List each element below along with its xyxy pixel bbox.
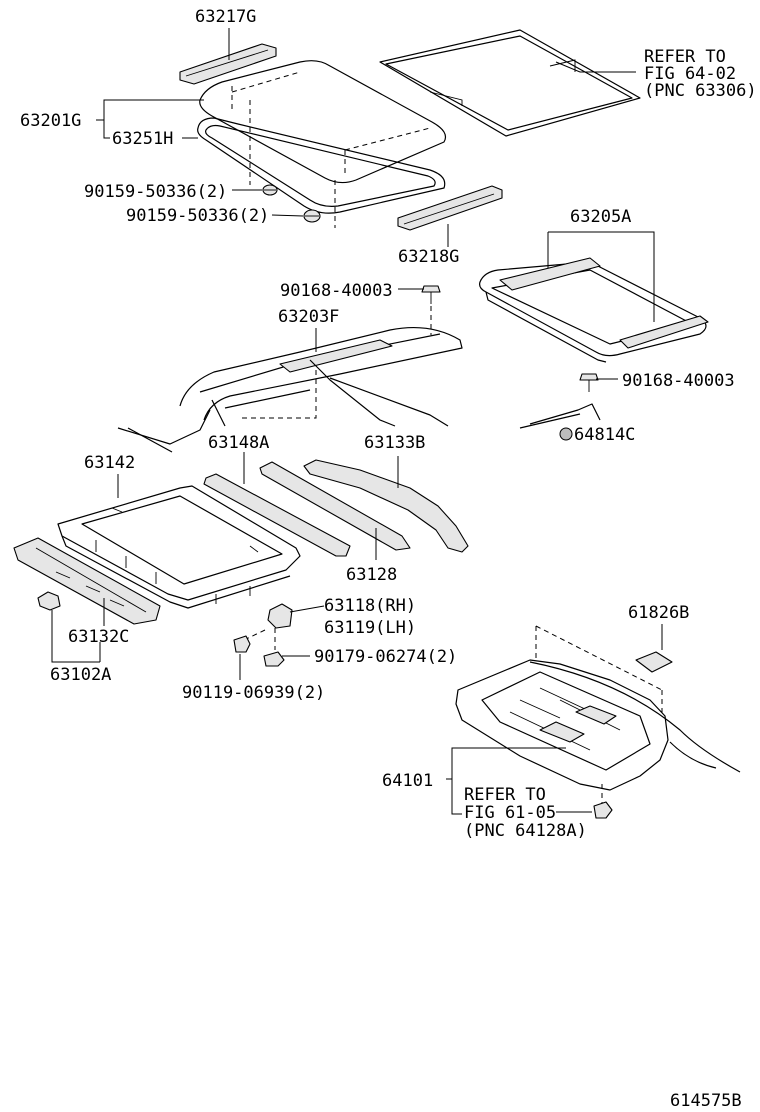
bolt-90159-50336-a	[262, 184, 278, 196]
label-90159-50336-a: 90159-50336(2)	[84, 182, 227, 202]
part-63142-roof-frame	[57, 485, 301, 609]
diagram-id: 614575B	[670, 1091, 742, 1111]
part-63132C-front-rail	[13, 537, 161, 625]
part-63201G-glass-panel	[199, 60, 447, 184]
screw-90119-06939	[233, 635, 251, 653]
bolt-90159-50336-b	[303, 209, 321, 223]
part-63218G-drawing	[397, 185, 503, 231]
part-63118-bracket	[243, 603, 293, 650]
clip-ref-64128A	[593, 801, 613, 819]
reference-2-line-1: REFER TO	[464, 785, 546, 805]
label-90159-50336-b: 90159-50336(2)	[126, 206, 269, 226]
reference-2-line-2: FIG 61-05	[464, 803, 556, 823]
filled-circle-icon	[559, 427, 573, 441]
label-63203F: 63203F	[278, 307, 339, 327]
reference-1-line-2: FIG 64-02	[644, 64, 736, 84]
label-64101: 64101	[382, 771, 433, 791]
part-63251H-weatherstrip	[197, 100, 446, 228]
label-63148A: 63148A	[208, 433, 269, 453]
reference-1-line-3: (PNC 63306)	[644, 81, 757, 101]
label-63218G: 63218G	[398, 247, 459, 267]
label-63133B: 63133B	[364, 433, 425, 453]
leader-lines	[51, 28, 663, 815]
part-63102A-clip	[37, 591, 61, 611]
clip-90179-06274	[263, 651, 285, 667]
reference-2-line-3: (PNC 64128A)	[464, 821, 587, 841]
part-63128-bow	[259, 461, 411, 551]
label-63119-lh: 63119(LH)	[324, 618, 416, 638]
part-labels: 63217G 63201G 63251H 90159-50336(2) 9015…	[20, 7, 757, 1111]
reference-1-line-1: REFER TO	[644, 47, 726, 67]
part-64101-headliner	[455, 625, 741, 808]
label-90119-06939: 90119-06939(2)	[182, 683, 325, 703]
label-90179-06274: 90179-06274(2)	[314, 647, 457, 667]
screw-90168-40003-b	[579, 373, 599, 392]
label-63217G: 63217G	[195, 7, 256, 27]
label-63118-rh: 63118(RH)	[324, 596, 416, 616]
label-63201G: 63201G	[20, 111, 81, 131]
label-90168-40003-a: 90168-40003	[280, 281, 393, 301]
label-90168-40003-b: 90168-40003	[622, 371, 735, 391]
part-63217G-drawing	[179, 43, 277, 85]
label-63132C: 63132C	[68, 627, 129, 647]
label-64814C: 64814C	[574, 425, 635, 445]
label-63128: 63128	[346, 565, 397, 585]
part-63203F-housing	[117, 326, 463, 453]
part-63148A-bow	[203, 473, 351, 557]
label-63102A: 63102A	[50, 665, 111, 685]
label-63142: 63142	[84, 453, 135, 473]
part-61826B-pad	[635, 651, 673, 673]
part-63205A-frame	[479, 257, 709, 363]
screw-90168-40003-a	[421, 285, 441, 335]
part-63133B-rear-rail	[303, 459, 469, 553]
label-61826B: 61826B	[628, 603, 689, 623]
sunshade-panel-drawing	[379, 29, 641, 137]
part-64814C-drawing	[519, 403, 601, 441]
label-63205A: 63205A	[570, 207, 631, 227]
label-63251H: 63251H	[112, 129, 173, 149]
